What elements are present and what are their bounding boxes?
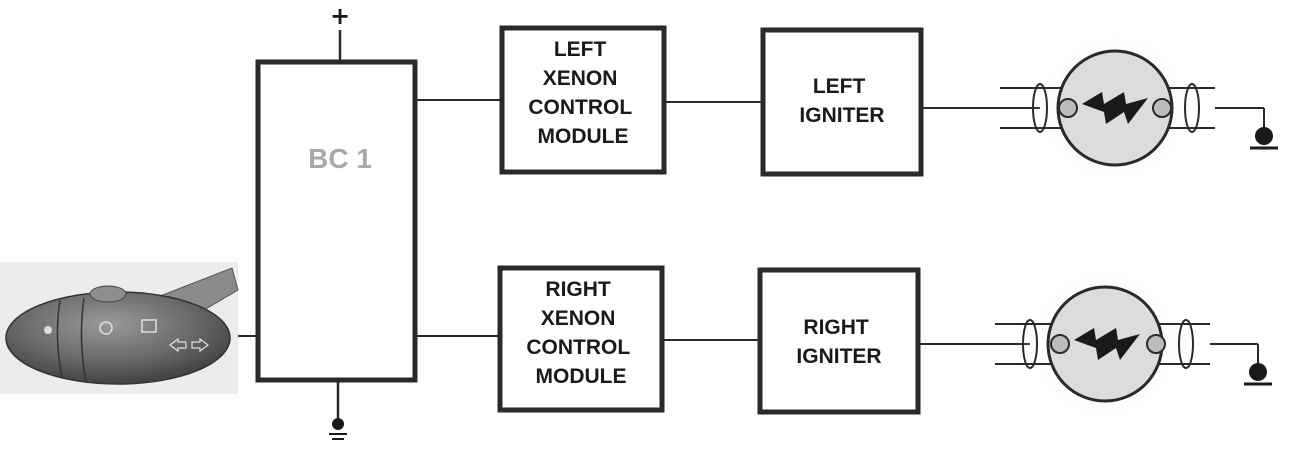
left-xenon-control-module-label: LEFT XENON CONTROL MODULE xyxy=(528,38,637,148)
left-igniter-label: LEFT IGNITER xyxy=(799,75,884,127)
right-igniter-label: RIGHT IGNITER xyxy=(796,316,881,368)
left-xenon-line-2: XENON xyxy=(543,67,618,90)
left-xenon-line-3: CONTROL xyxy=(528,96,632,119)
left-igniter-box xyxy=(760,27,924,177)
right-xenon-control-module-label: RIGHT XENON CONTROL MODULE xyxy=(526,278,635,388)
right-xenon-line-4: MODULE xyxy=(536,365,627,388)
right-igniter-line-2: IGNITER xyxy=(796,345,881,368)
left-xenon-control-module-box xyxy=(499,25,667,175)
right-xenon-line-1: RIGHT xyxy=(545,278,611,301)
right-igniter-box xyxy=(757,267,921,415)
ground-symbol-icon xyxy=(329,418,347,440)
lightning-bolt-icon xyxy=(1082,92,1148,124)
left-xenon-line-4: MODULE xyxy=(538,125,629,148)
left-xenon-lamp-icon xyxy=(1000,23,1215,193)
right-igniter-line-1: RIGHT xyxy=(803,316,869,339)
bc1-label: BC 1 xyxy=(308,143,372,174)
right-xenon-line-3: CONTROL xyxy=(526,336,630,359)
ground-symbol-icon xyxy=(1244,363,1272,386)
right-xenon-line-2: XENON xyxy=(541,307,616,330)
positive-supply-label: + xyxy=(330,2,350,30)
headlight-stalk-switch-icon xyxy=(0,262,239,394)
ground-symbol-icon xyxy=(1250,127,1278,150)
right-xenon-lamp-icon xyxy=(995,259,1210,429)
left-igniter-line-1: LEFT xyxy=(813,75,866,98)
bc1-module-box xyxy=(255,59,418,383)
left-xenon-line-1: LEFT xyxy=(554,38,607,61)
left-igniter-line-2: IGNITER xyxy=(799,104,884,127)
lightning-bolt-icon xyxy=(1074,328,1140,360)
